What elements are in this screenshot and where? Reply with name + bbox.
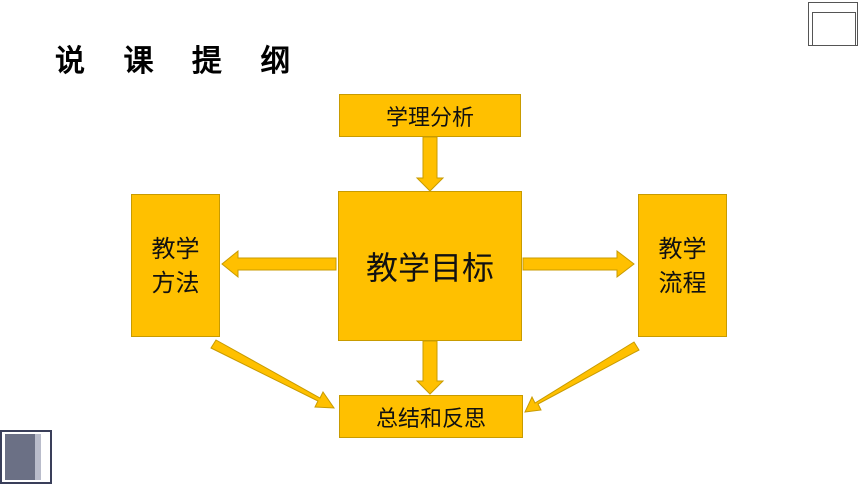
arrow-method-to-summary [210, 339, 335, 409]
corner-decoration-top-right [808, 2, 858, 48]
node-analysis: 学理分析 [339, 94, 521, 137]
arrow-goal-to-flow [522, 249, 635, 279]
node-summary-label: 总结和反思 [375, 406, 486, 432]
arrow-analysis-to-goal [415, 136, 445, 192]
page-title: 说 课 提 纲 [55, 44, 305, 79]
node-method: 教学 方法 [131, 194, 220, 337]
arrow-flow-to-summary [524, 341, 640, 413]
node-flow-label: 教学 流程 [658, 234, 707, 297]
node-goal-label: 教学目标 [365, 249, 494, 287]
node-analysis-label: 学理分析 [385, 105, 474, 131]
arrow-goal-to-summary [415, 340, 445, 395]
corner-decoration-bottom-left [0, 430, 52, 484]
node-summary: 总结和反思 [339, 395, 523, 438]
node-flow: 教学 流程 [638, 194, 727, 337]
node-goal: 教学目标 [338, 191, 522, 341]
arrow-goal-to-method [221, 249, 337, 279]
node-method-label: 教学 方法 [151, 234, 200, 297]
